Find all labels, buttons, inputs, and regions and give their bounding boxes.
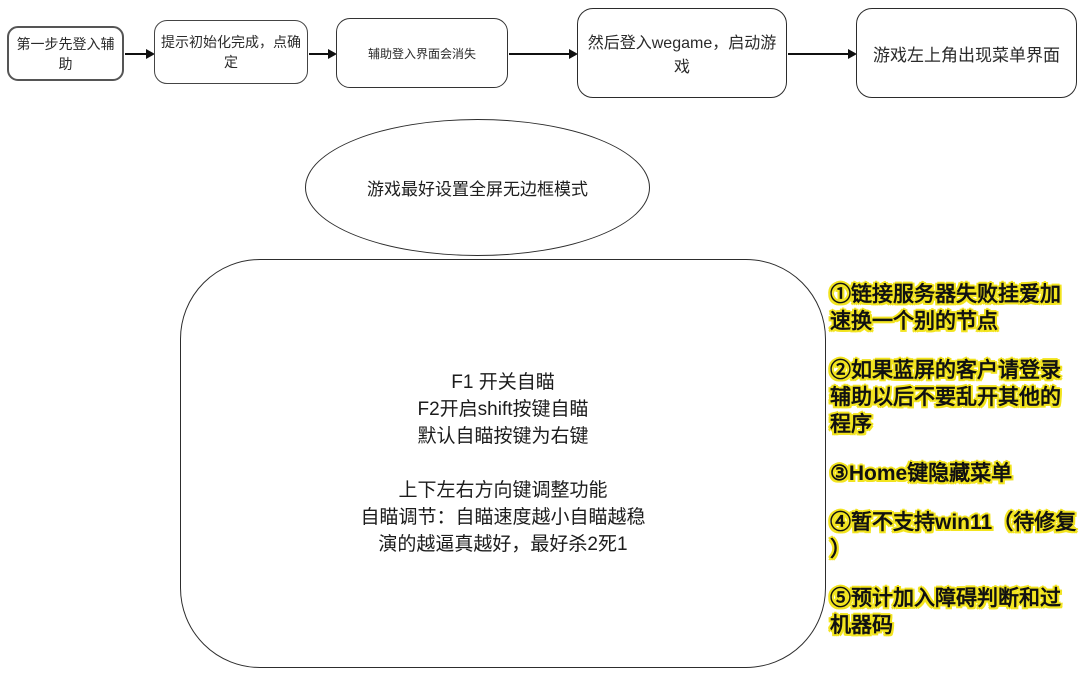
flow-step-4-label: 然后登入wegame，启动游戏 (587, 35, 777, 76)
ellipse-note-label: 游戏最好设置全屏无边框模式 (367, 180, 588, 199)
note-line: ①链接服务器失败挂爱加 (830, 283, 1061, 306)
instruction-line: 演的越逼真越好，最好杀2死1 (378, 534, 628, 555)
arrow-right-icon (788, 49, 857, 58)
note-line: 速换一个别的节点 (830, 310, 998, 333)
side-note-3: ③Home键隐藏菜单 (830, 460, 1083, 487)
ellipse-note: 游戏最好设置全屏无边框模式 (305, 119, 650, 256)
flow-step-3: 辅助登入界面会消失 (336, 18, 508, 88)
flow-step-4: 然后登入wegame，启动游戏 (577, 8, 787, 98)
side-note-1: ①链接服务器失败挂爱加 速换一个别的节点 (830, 281, 1083, 335)
main-instructions-box: F1 开关自瞄 F2开启shift按键自瞄 默认自瞄按键为右键 上下左右方向键调… (180, 259, 826, 668)
arrow-right-icon (125, 49, 155, 58)
instruction-line: F1 开关自瞄 (451, 372, 555, 393)
arrow-right-icon (309, 49, 337, 58)
instruction-line: 上下左右方向键调整功能 (398, 480, 608, 501)
flow-step-1: 第一步先登入辅助 (7, 26, 124, 81)
note-line: 程序 (830, 413, 872, 436)
note-line: ⑤预计加入障碍判断和过 (830, 587, 1061, 610)
note-line: ③Home键隐藏菜单 (830, 462, 1013, 485)
arrow-right-icon (509, 49, 578, 58)
side-notes-column: ①链接服务器失败挂爱加 速换一个别的节点 ②如果蓝屏的客户请登录 辅助以后不要乱… (830, 281, 1083, 661)
instruction-line: 自瞄调节：自瞄速度越小自瞄越稳 (360, 507, 646, 528)
side-note-2: ②如果蓝屏的客户请登录 辅助以后不要乱开其他的 程序 (830, 357, 1083, 438)
note-line: 辅助以后不要乱开其他的 (830, 386, 1061, 409)
flow-step-2-label: 提示初始化完成，点确定 (161, 34, 301, 70)
side-note-5: ⑤预计加入障碍判断和过 机器码 (830, 585, 1083, 639)
instruction-line: F2开启shift按键自瞄 (417, 399, 589, 420)
flow-step-5: 游戏左上角出现菜单界面 (856, 8, 1077, 98)
note-line: ②如果蓝屏的客户请登录 (830, 359, 1061, 382)
note-line: 机器码 (830, 614, 893, 637)
flow-step-3-label: 辅助登入界面会消失 (367, 46, 476, 61)
note-line: ④暂不支持win11（待修复 (830, 511, 1077, 534)
flow-step-5-label: 游戏左上角出现菜单界面 (873, 45, 1060, 65)
instruction-line: 默认自瞄按键为右键 (417, 426, 589, 447)
side-note-4: ④暂不支持win11（待修复 ） (830, 509, 1083, 563)
flow-step-2: 提示初始化完成，点确定 (154, 20, 308, 84)
note-line: ） (830, 538, 851, 561)
flow-step-1-label: 第一步先登入辅助 (16, 35, 115, 72)
